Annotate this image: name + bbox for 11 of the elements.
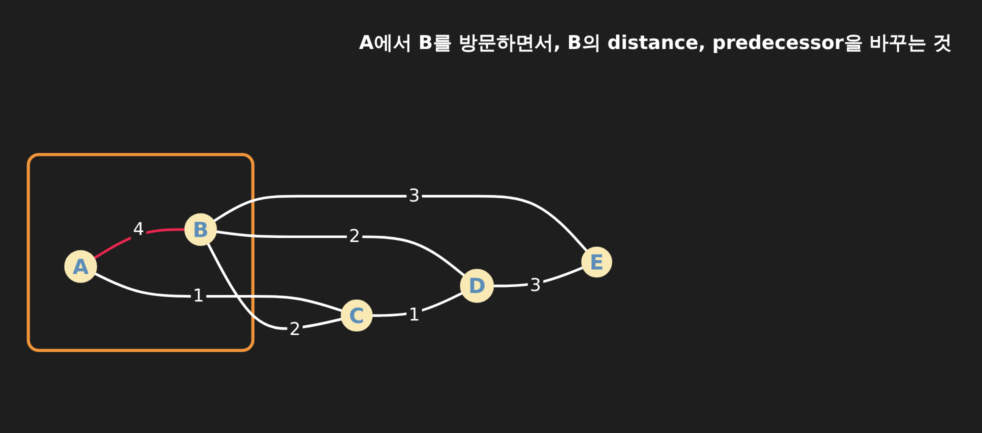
node-circle: C: [340, 300, 373, 332]
connector: [213, 194, 588, 252]
node-circle: B: [184, 213, 217, 246]
connector: [206, 242, 342, 330]
node-circle: E: [581, 246, 612, 278]
connector: [94, 272, 342, 312]
node-circle: A: [64, 250, 98, 283]
cluster: [26, 153, 254, 352]
node-circle: D: [460, 268, 494, 303]
connector: [216, 230, 465, 277]
diagram-title: A에서 B를 방문하면서, B의 distance, predecessor을 바꾸는 것: [359, 31, 952, 56]
